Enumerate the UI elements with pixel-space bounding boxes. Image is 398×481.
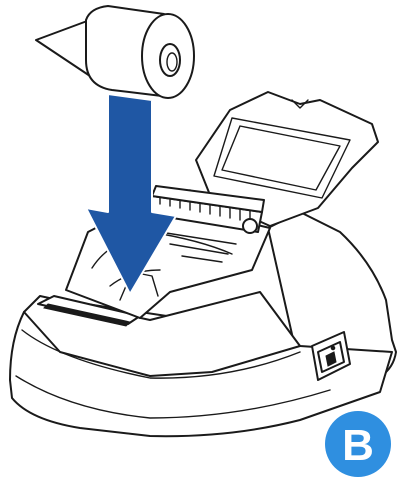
step-badge-label: B — [342, 421, 374, 470]
paper-roll — [36, 6, 194, 98]
step-badge: B — [325, 411, 391, 477]
